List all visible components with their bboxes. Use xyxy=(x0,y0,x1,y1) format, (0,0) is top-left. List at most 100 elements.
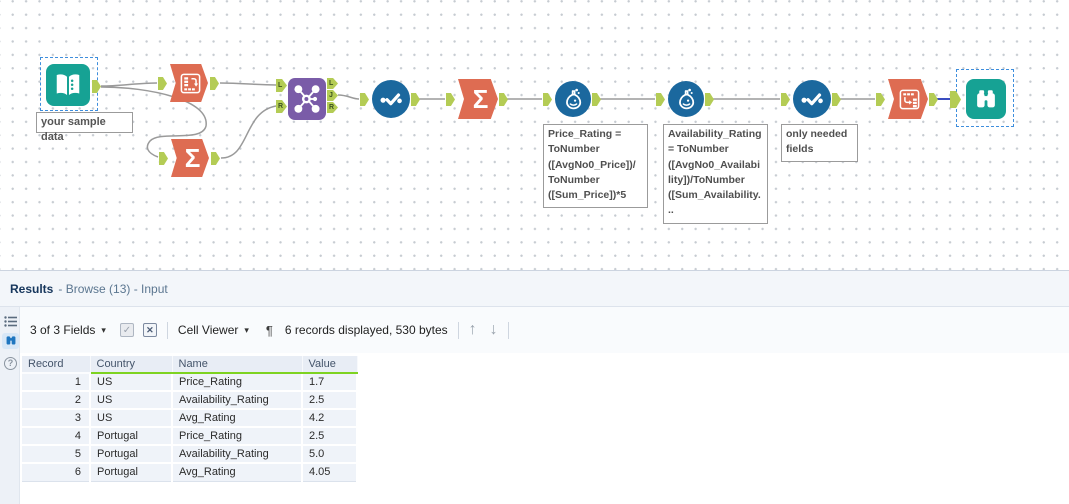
annotation-input[interactable]: your sample data xyxy=(36,112,133,143)
cell-name[interactable]: Availability_Rating xyxy=(172,391,303,410)
annotation-formula-price[interactable]: Price_Rating = ToNumber ([AvgNo0_Price])… xyxy=(543,124,648,208)
browse-input-anchor[interactable] xyxy=(950,91,961,108)
cell-name[interactable]: Price_Rating xyxy=(172,427,303,446)
formula-tool-availability[interactable] xyxy=(668,81,704,117)
formula1-output-anchor[interactable] xyxy=(592,93,601,106)
formula-tool-price[interactable] xyxy=(555,81,591,117)
select2-output-anchor[interactable] xyxy=(832,93,841,106)
summarize-output-anchor[interactable] xyxy=(211,152,220,165)
toolbar-separator xyxy=(507,321,509,339)
input-data-tool[interactable] xyxy=(46,64,90,106)
flask-icon xyxy=(673,86,700,113)
down-arrow-icon[interactable]: ↓ xyxy=(489,321,498,338)
wire-summarize-to-join-r xyxy=(220,105,277,159)
formula2-output-anchor[interactable] xyxy=(705,93,714,106)
transpose-tool[interactable] xyxy=(888,79,928,119)
column-header-country[interactable]: Country xyxy=(90,356,173,374)
cell-viewer-button[interactable]: Cell Viewer xyxy=(177,323,239,337)
join-anchor-label: L xyxy=(278,82,283,89)
column-header-value[interactable]: Value xyxy=(302,356,358,374)
select-output-anchor[interactable] xyxy=(411,93,420,106)
cell-value[interactable]: 5.0 xyxy=(302,445,358,464)
cell-record[interactable]: 3 xyxy=(22,409,91,428)
cell-value[interactable]: 4.05 xyxy=(302,463,358,482)
select-tool-2[interactable] xyxy=(793,80,831,118)
join-anchor-label: L xyxy=(329,80,334,87)
records-info: 6 records displayed, 530 bytes xyxy=(284,323,448,337)
transpose-output-anchor[interactable] xyxy=(929,93,938,106)
select-tool[interactable] xyxy=(372,80,410,118)
cell-record[interactable]: 1 xyxy=(22,373,91,392)
join-input-anchor-l[interactable]: L xyxy=(276,79,287,92)
header-row: Record Country Name Value xyxy=(22,356,358,374)
cell-record[interactable]: 5 xyxy=(22,445,91,464)
results-pane: Results - Browse (13) - Input ? xyxy=(0,270,1069,504)
summarize-tool[interactable]: Σ xyxy=(171,139,209,177)
cell-country[interactable]: US xyxy=(90,391,173,410)
input-output-anchor[interactable] xyxy=(92,80,101,93)
pilcrow-icon[interactable]: ¶ xyxy=(265,322,273,338)
join-output-anchor-j[interactable]: J xyxy=(327,90,338,101)
join-icon xyxy=(292,83,322,115)
table-row: 1 US Price_Rating 1.7 xyxy=(22,373,358,392)
cell-country[interactable]: US xyxy=(90,409,173,428)
apply-checkbox-icon[interactable]: ✓ xyxy=(119,323,134,337)
select-check-icon xyxy=(798,85,826,113)
annotation-select-fields[interactable]: only needed fields xyxy=(781,124,858,162)
cell-record[interactable]: 4 xyxy=(22,427,91,446)
connection-wires xyxy=(100,82,951,159)
cell-record[interactable]: 2 xyxy=(22,391,91,410)
join-output-anchor-r[interactable]: R xyxy=(327,102,338,113)
cell-country[interactable]: Portugal xyxy=(90,427,173,446)
cell-name[interactable]: Avg_Rating xyxy=(172,409,303,428)
join-input-anchor-r[interactable]: R xyxy=(276,100,287,113)
chevron-down-icon[interactable]: ▾ xyxy=(101,324,106,335)
cell-record[interactable]: 6 xyxy=(22,463,91,482)
transpose-icon xyxy=(895,88,921,111)
up-arrow-icon[interactable]: ↑ xyxy=(468,321,477,338)
cell-name[interactable]: Availability_Rating xyxy=(172,445,303,464)
summarize-input-anchor[interactable] xyxy=(159,152,168,165)
config-list-icon[interactable] xyxy=(2,313,19,329)
workflow-canvas[interactable]: Σ L R xyxy=(0,0,1069,270)
results-header: Results - Browse (13) - Input xyxy=(0,271,1069,307)
browse-view-icon[interactable] xyxy=(2,333,19,349)
crosstab-input-anchor[interactable] xyxy=(158,77,167,90)
join-tool[interactable] xyxy=(288,78,326,120)
cell-country[interactable]: US xyxy=(90,373,173,392)
formula1-input-anchor[interactable] xyxy=(543,93,552,106)
help-icon[interactable]: ? xyxy=(2,355,19,371)
browse-tool[interactable] xyxy=(966,79,1006,119)
select2-input-anchor[interactable] xyxy=(781,93,790,106)
summarize2-output-anchor[interactable] xyxy=(499,93,508,106)
crosstab-output-anchor[interactable] xyxy=(210,77,219,90)
crosstab-tool[interactable] xyxy=(170,64,208,102)
summarize-tool-2[interactable]: Σ xyxy=(458,79,498,119)
transpose-input-anchor[interactable] xyxy=(876,93,885,106)
join-output-anchor-l[interactable]: L xyxy=(327,78,338,89)
results-side-strip: ? xyxy=(0,307,20,504)
table-row: 3 US Avg_Rating 4.2 xyxy=(22,409,358,428)
column-header-name[interactable]: Name xyxy=(172,356,303,374)
annotation-formula-availability[interactable]: Availability_Rating = ToNumber ([AvgNo0_… xyxy=(663,124,768,224)
cell-value[interactable]: 1.7 xyxy=(302,373,358,392)
cell-value[interactable]: 2.5 xyxy=(302,391,358,410)
fields-selector[interactable]: 3 of 3 Fields xyxy=(30,323,96,337)
cell-name[interactable]: Avg_Rating xyxy=(172,463,303,482)
table-row: 2 US Availability_Rating 2.5 xyxy=(22,391,358,410)
cell-value[interactable]: 4.2 xyxy=(302,409,358,428)
cell-name[interactable]: Price_Rating xyxy=(172,373,303,392)
cancel-box-icon[interactable]: ✕ xyxy=(142,323,157,337)
join-anchor-label: R xyxy=(329,104,335,111)
select-input-anchor[interactable] xyxy=(360,93,369,106)
column-header-record[interactable]: Record xyxy=(22,356,91,374)
toolbar-separator xyxy=(457,321,459,339)
cell-value[interactable]: 2.5 xyxy=(302,427,358,446)
cell-country[interactable]: Portugal xyxy=(90,463,173,482)
cell-country[interactable]: Portugal xyxy=(90,445,173,464)
wire-join-to-select xyxy=(337,94,360,100)
formula2-input-anchor[interactable] xyxy=(656,93,665,106)
summarize2-input-anchor[interactable] xyxy=(446,93,455,106)
results-title: Results xyxy=(10,281,54,296)
chevron-down-icon[interactable]: ▾ xyxy=(244,324,249,335)
